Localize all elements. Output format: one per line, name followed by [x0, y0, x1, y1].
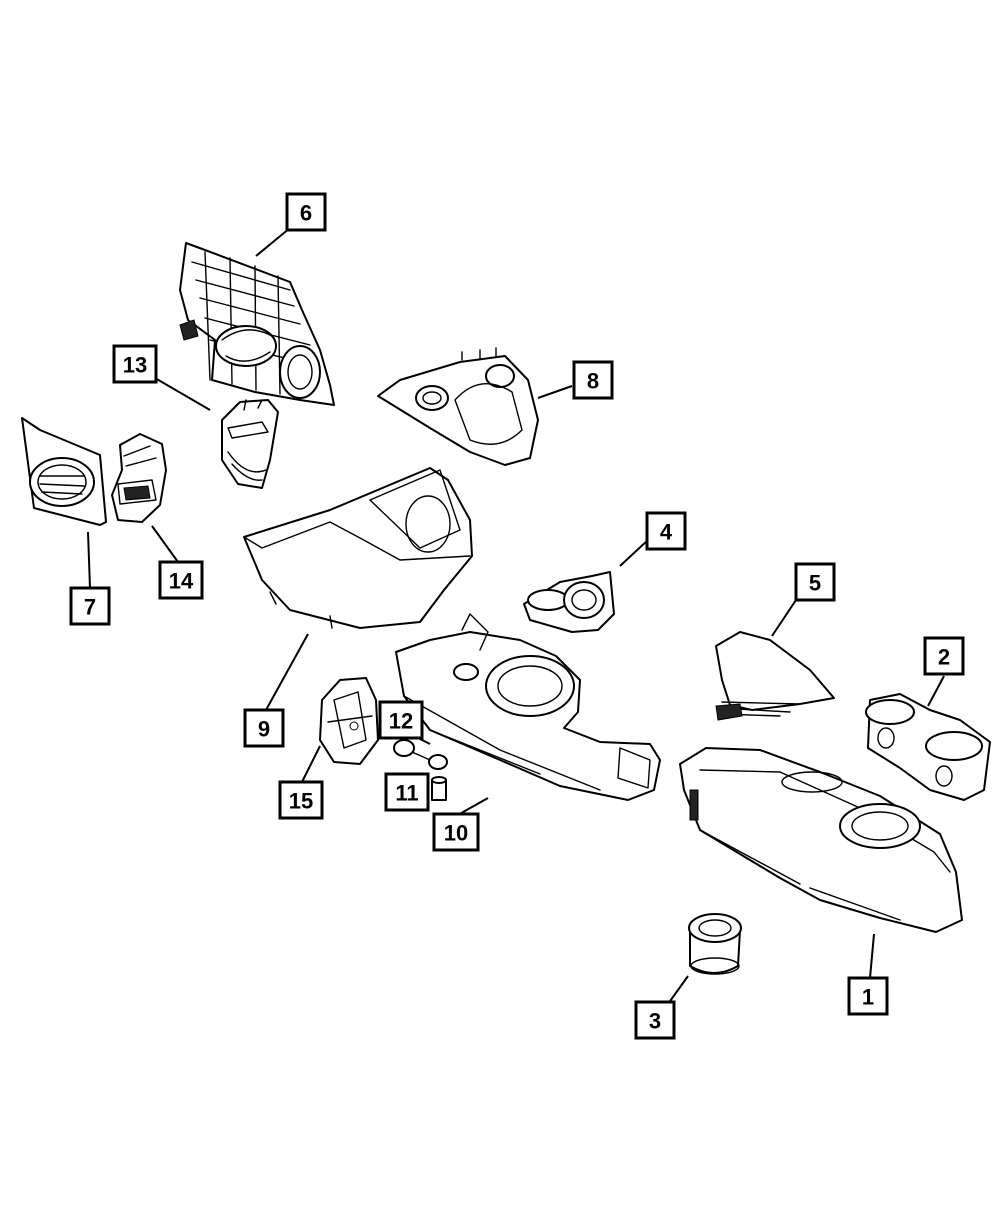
leader-9	[265, 633, 309, 711]
callout-label: 14	[169, 569, 194, 594]
leader-2	[927, 675, 945, 707]
callout-12: 12	[378, 700, 424, 740]
leader-5	[771, 599, 797, 637]
part-7-vent-bezel	[21, 417, 107, 526]
callout-label: 8	[587, 369, 599, 394]
callout-14: 14	[158, 560, 204, 600]
callout-label: 4	[660, 520, 673, 545]
callout-7: 7	[69, 586, 111, 626]
leader-7	[87, 531, 91, 589]
callout-3: 3	[634, 1000, 676, 1040]
part-2-cup-holder	[865, 693, 991, 801]
callout-2: 2	[923, 636, 965, 676]
part-14-duct	[111, 433, 167, 523]
leader-13	[154, 377, 211, 411]
part-1-console	[679, 747, 963, 933]
part-9-lower-bezel	[243, 467, 473, 629]
callout-11: 11	[384, 772, 430, 812]
callout-label: 7	[84, 595, 96, 620]
callout-10: 10	[432, 812, 480, 852]
part-6-panel-bracket	[179, 242, 335, 406]
callout-label: 2	[938, 645, 950, 670]
leader-4	[619, 539, 649, 567]
callout-label: 3	[649, 1009, 661, 1034]
leader-14	[151, 525, 179, 563]
callout-label: 6	[300, 201, 312, 226]
callout-15: 15	[278, 780, 324, 820]
leader-lines	[87, 227, 945, 1005]
part-10-console-base	[395, 613, 661, 801]
leader-8	[537, 385, 573, 399]
callout-1: 1	[847, 976, 889, 1016]
part-11-socket	[431, 776, 447, 801]
part-5-armrest-lid	[715, 631, 835, 721]
callout-label: 10	[444, 821, 468, 846]
part-8-bezel	[377, 347, 539, 466]
part-3-ash-cup	[688, 913, 742, 975]
callout-label: 11	[395, 781, 418, 806]
callout-label: 13	[123, 353, 147, 378]
callout-5: 5	[794, 562, 836, 602]
callout-label: 9	[258, 717, 270, 742]
leader-3	[667, 975, 689, 1005]
leader-6	[255, 227, 291, 257]
callout-6: 6	[285, 192, 327, 232]
part-12-plug	[393, 739, 448, 770]
callout-4: 4	[645, 511, 687, 551]
part-13-duct	[221, 399, 279, 489]
leader-15	[301, 745, 321, 783]
part-4-cup-insert	[523, 571, 615, 633]
callout-9: 9	[243, 708, 285, 748]
callout-label: 1	[862, 985, 874, 1010]
callout-label: 12	[389, 709, 413, 734]
leader-1	[869, 933, 875, 979]
part-15-bracket	[319, 677, 379, 765]
callout-label: 5	[809, 571, 821, 596]
callout-label: 15	[289, 789, 313, 814]
callout-8: 8	[572, 360, 614, 400]
callout-13: 13	[112, 344, 158, 384]
